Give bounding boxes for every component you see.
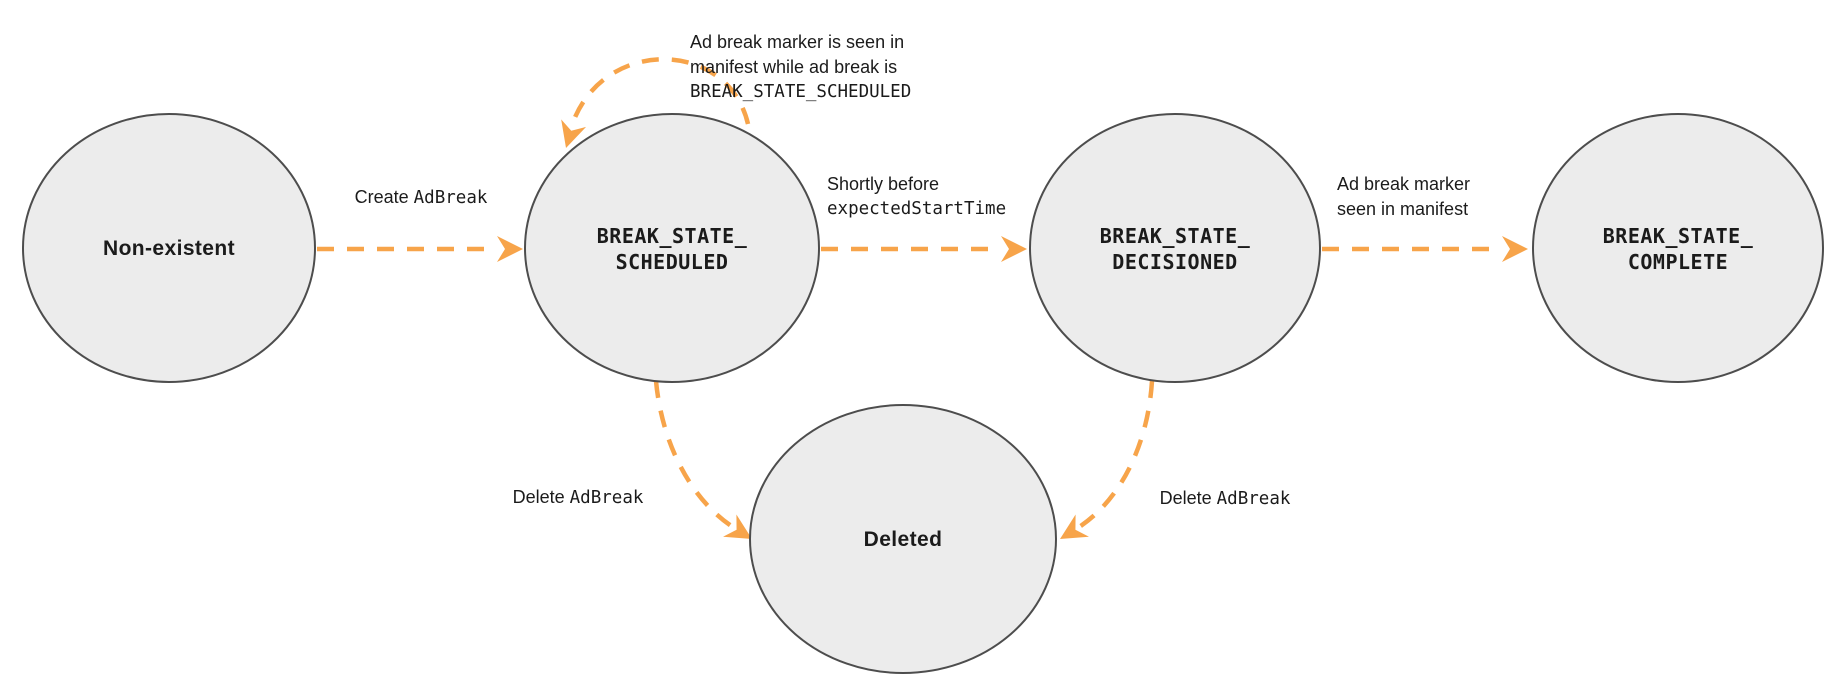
transition-label-text: Create	[354, 187, 409, 207]
transition-label-code: BREAK_STATE_SCHEDULED	[690, 82, 912, 102]
transition-self-loop-arrow	[568, 57, 751, 129]
transition-label-decision: Shortly before expectedStartTime	[827, 172, 1006, 222]
transition-delete-decisioned-arrow	[1074, 380, 1155, 531]
transition-label-line: Ad break marker	[1337, 174, 1471, 194]
state-scheduled-circle	[524, 113, 820, 383]
state-label-deleted: Deleted	[863, 528, 943, 551]
state-label-line: BREAK_STATE_	[1602, 224, 1754, 248]
transition-label-line: manifest while ad break is	[690, 57, 898, 77]
state-label-non-existent: Non-existent	[103, 237, 235, 260]
transition-label-code: expectedStartTime	[827, 199, 1007, 219]
transition-label-code: AdBreak	[569, 488, 644, 508]
transition-label-line: Ad break marker is seen in	[690, 32, 905, 52]
state-label-decisioned: BREAK_STATE_ DECISIONED	[1100, 223, 1251, 275]
transition-label-code: AdBreak	[1216, 489, 1291, 509]
state-decisioned-circle	[1029, 113, 1321, 383]
transition-label-self-loop: Ad break marker is seen in manifest whil…	[690, 30, 911, 105]
state-label-scheduled: BREAK_STATE_ SCHEDULED	[597, 223, 748, 275]
arrow-head-icon	[561, 119, 587, 148]
arrow-head-icon	[1502, 236, 1528, 262]
state-label-complete: BREAK_STATE_ COMPLETE	[1603, 223, 1754, 275]
state-label-line: SCHEDULED	[615, 250, 729, 274]
state-deleted-circle	[749, 404, 1057, 674]
transition-label-line: seen in manifest	[1337, 199, 1469, 219]
transition-label-complete: Ad break marker seen in manifest	[1337, 172, 1470, 222]
transition-label-text: Delete	[1159, 488, 1212, 508]
arrow-head-icon	[497, 236, 523, 262]
state-label-line: BREAK_STATE_	[1099, 224, 1251, 248]
transition-label-line: Shortly before	[827, 174, 940, 194]
state-label-line: COMPLETE	[1627, 250, 1729, 274]
state-non-existent-circle	[22, 113, 316, 383]
arrow-head-icon	[1060, 514, 1089, 539]
state-label-line: DECISIONED	[1112, 250, 1238, 274]
transition-label-text: Delete	[512, 487, 565, 507]
state-label-line: BREAK_STATE_	[596, 224, 748, 248]
state-complete-circle	[1532, 113, 1824, 383]
transition-delete-scheduled-arrow	[653, 380, 738, 531]
arrow-head-icon	[723, 514, 752, 539]
transition-label-code: AdBreak	[413, 188, 488, 208]
arrow-head-icon	[1001, 236, 1027, 262]
